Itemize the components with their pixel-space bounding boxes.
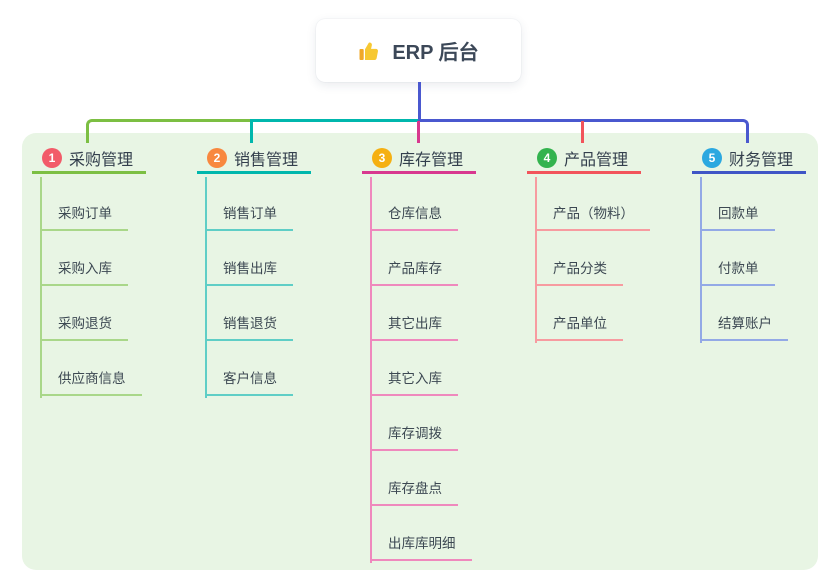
connector-bar-left: [86, 119, 253, 143]
connector-drop-4: [581, 121, 584, 143]
connector-drop-3: [417, 121, 420, 143]
child-node[interactable]: 结算账户: [702, 315, 788, 341]
child-node[interactable]: 回款单: [702, 205, 775, 231]
branch-children: 回款单付款单结算账户: [700, 177, 839, 343]
mindmap-panel: [22, 133, 818, 570]
branch-number-badge: 4: [537, 147, 557, 168]
child-node[interactable]: 采购入库: [42, 260, 128, 286]
branch-number-badge: 2: [207, 147, 227, 168]
branch-label: 销售管理: [234, 151, 299, 169]
branch-label: 产品管理: [564, 151, 629, 169]
child-node[interactable]: 付款单: [702, 260, 775, 286]
branch-children: 仓库信息产品库存其它出库其它入库库存调拨库存盘点出库库明细: [370, 177, 520, 563]
child-node[interactable]: 产品分类: [537, 260, 623, 286]
child-node[interactable]: 采购订单: [42, 205, 128, 231]
branch-children: 产品（物料） 产品分类产品单位: [535, 177, 685, 343]
branch-3: 3 库存管理仓库信息产品库存其它出库其它入库库存调拨库存盘点出库库明细: [362, 144, 527, 563]
branch-children: 采购订单采购入库采购退货供应商信息: [40, 177, 190, 398]
child-node[interactable]: 仓库信息: [372, 205, 458, 231]
root-connector-stem: [418, 82, 421, 120]
branch-number-badge: 1: [42, 147, 62, 168]
child-node[interactable]: 产品（物料）: [537, 205, 650, 231]
branch-header[interactable]: 2 销售管理: [197, 144, 311, 174]
root-node[interactable]: ERP 后台: [316, 19, 521, 82]
child-node[interactable]: 销售出库: [207, 260, 293, 286]
branch-header[interactable]: 4 产品管理: [527, 144, 641, 174]
child-node[interactable]: 产品单位: [537, 315, 623, 341]
branch-children: 销售订单销售出库销售退货客户信息: [205, 177, 355, 398]
child-node[interactable]: 产品库存: [372, 260, 458, 286]
branch-header[interactable]: 1 采购管理: [32, 144, 146, 174]
child-node[interactable]: 客户信息: [207, 370, 293, 396]
branch-number-badge: 5: [702, 147, 722, 168]
child-node[interactable]: 销售退货: [207, 315, 293, 341]
child-node[interactable]: 出库库明细: [372, 535, 472, 561]
branch-5: 5 财务管理回款单付款单结算账户: [692, 144, 839, 343]
branch-label: 库存管理: [399, 151, 464, 169]
child-node[interactable]: 库存调拨: [372, 425, 458, 451]
branch-1: 1 采购管理采购订单采购入库采购退货供应商信息: [32, 144, 197, 398]
root-label: ERP 后台: [392, 42, 479, 64]
branch-2: 2 销售管理销售订单销售出库销售退货客户信息: [197, 144, 362, 398]
connector-bar-right: [418, 119, 749, 143]
child-node[interactable]: 销售订单: [207, 205, 293, 231]
branch-header[interactable]: 5 财务管理: [692, 144, 806, 174]
branch-4: 4 产品管理产品（物料） 产品分类产品单位: [527, 144, 692, 343]
branch-label: 采购管理: [69, 151, 134, 169]
branch-label: 财务管理: [729, 151, 794, 169]
branch-header[interactable]: 3 库存管理: [362, 144, 476, 174]
connector-bar-mid: [250, 119, 418, 143]
branch-number-badge: 3: [372, 147, 392, 168]
child-node[interactable]: 采购退货: [42, 315, 128, 341]
thumbs-up-icon: [358, 39, 382, 63]
child-node[interactable]: 供应商信息: [42, 370, 142, 396]
child-node[interactable]: 其它出库: [372, 315, 458, 341]
child-node[interactable]: 其它入库: [372, 370, 458, 396]
child-node[interactable]: 库存盘点: [372, 480, 458, 506]
